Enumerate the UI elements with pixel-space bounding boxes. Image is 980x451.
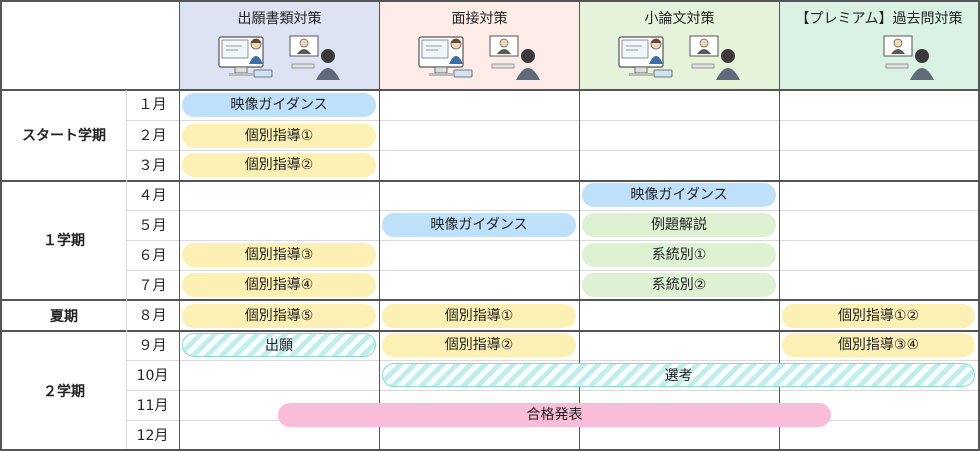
pill-individual-guidance: 個別指導①② <box>782 304 975 328</box>
term-label-summer: 夏期 <box>50 308 78 325</box>
pill-video-guidance: 映像ガイダンス <box>582 183 776 207</box>
month-label: 10月 <box>136 368 169 384</box>
pill-by-field: 系統別① <box>582 243 776 267</box>
column-title-premium: 【プレミアム】過去問対策 <box>795 11 963 27</box>
tutoring-illustration <box>883 35 934 80</box>
column-title-application: 出願書類対策 <box>237 11 322 27</box>
column-title-essay: 小論文対策 <box>644 11 715 27</box>
term-label-first: １学期 <box>43 233 85 249</box>
tutoring-illustration <box>489 35 540 80</box>
month-label: １月 <box>138 97 167 113</box>
month-label: ２月 <box>138 128 167 144</box>
column-title-interview: 面接対策 <box>451 11 508 27</box>
month-label: ９月 <box>138 338 167 354</box>
pill-result-announcement: 合格発表 <box>278 403 831 427</box>
pill-example-explanation: 例題解説 <box>582 213 776 237</box>
pill-individual-guidance: 個別指導③④ <box>782 333 975 357</box>
column-header-application: 出願書類対策 <box>180 2 379 89</box>
video-lesson-illustration <box>218 36 273 78</box>
term-label-start: スタート学期 <box>22 128 106 144</box>
month-label: 11月 <box>136 398 169 414</box>
pill-application: 出願 <box>182 333 376 357</box>
column-header-interview: 面接対策 <box>380 2 579 89</box>
pill-individual-guidance: 個別指導③ <box>182 243 376 267</box>
month-label: 12月 <box>136 428 169 444</box>
pill-video-guidance: 映像ガイダンス <box>182 93 376 117</box>
pill-individual-guidance: 個別指導⑤ <box>182 304 376 328</box>
tutoring-illustration <box>289 35 340 80</box>
pill-by-field: 系統別② <box>582 273 776 297</box>
month-label: ７月 <box>138 278 167 294</box>
pill-individual-guidance: 個別指導④ <box>182 273 376 297</box>
pill-individual-guidance: 個別指導① <box>182 124 376 148</box>
tutoring-illustration <box>689 35 740 80</box>
month-label: ５月 <box>138 218 167 234</box>
column-header-essay: 小論文対策 <box>580 2 779 89</box>
month-label: ３月 <box>138 158 167 174</box>
pill-individual-guidance: 個別指導② <box>382 333 576 357</box>
column-header-premium: 【プレミアム】過去問対策 <box>780 2 978 89</box>
video-lesson-illustration <box>418 36 473 78</box>
video-lesson-illustration <box>618 36 673 78</box>
month-label: ８月 <box>138 308 167 324</box>
month-label: ４月 <box>138 188 167 204</box>
pill-individual-guidance: 個別指導② <box>182 153 376 177</box>
pill-video-guidance: 映像ガイダンス <box>382 213 576 237</box>
month-label: ６月 <box>138 248 167 264</box>
pill-individual-guidance: 個別指導① <box>382 304 576 328</box>
term-label-second: ２学期 <box>43 384 85 400</box>
pill-selection: 選考 <box>382 363 975 387</box>
